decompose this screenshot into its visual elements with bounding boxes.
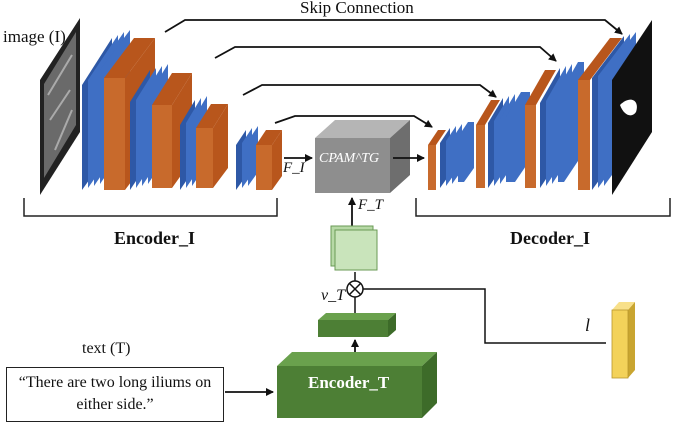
- decoder-stage-1: [428, 122, 474, 190]
- length-block: [611, 302, 635, 379]
- length-label: l: [585, 315, 591, 335]
- encoder-bracket: [23, 198, 278, 217]
- skip-connections: [164, 19, 623, 128]
- text-quote: “There are two long iliums on either sid…: [18, 374, 212, 413]
- encoder-image-label: Encoder_I: [114, 228, 195, 248]
- decoder-stage-3: [525, 62, 584, 188]
- image-input-label: image (I): [3, 27, 66, 46]
- length-connector: [363, 288, 606, 344]
- encoder-stage-4: [236, 126, 282, 190]
- skip-arrow-4: [274, 115, 433, 128]
- decoder-stage-2: [476, 92, 530, 188]
- ft-label: F_T: [358, 197, 384, 213]
- skip-arrow-3: [242, 84, 497, 98]
- skip-arrow-2: [214, 46, 557, 62]
- text-vector-bar: [318, 313, 396, 337]
- cpam-label: CPAM^TG: [319, 151, 380, 166]
- encoder-stage-3: [180, 96, 228, 190]
- input-image: [40, 18, 80, 195]
- text-quote-box: “There are two long iliums on either sid…: [6, 367, 224, 422]
- fi-label: F_I: [283, 160, 305, 176]
- decoder-bracket: [415, 198, 671, 217]
- decoder-image-label: Decoder_I: [510, 228, 590, 248]
- multiply-symbol: [346, 280, 364, 298]
- text-input-label: text (T): [82, 340, 131, 357]
- vt-label: v_T: [321, 287, 345, 304]
- skip-connection-label: Skip Connection: [300, 0, 414, 17]
- cpam-block: [315, 120, 410, 193]
- text-feature-block: [330, 225, 378, 271]
- encoder-text-label: Encoder_T: [308, 373, 390, 392]
- encoder-stage-2: [130, 64, 192, 190]
- text-encoder-block: [277, 352, 437, 418]
- output-mask: [612, 20, 666, 195]
- skip-arrow-1: [164, 19, 623, 35]
